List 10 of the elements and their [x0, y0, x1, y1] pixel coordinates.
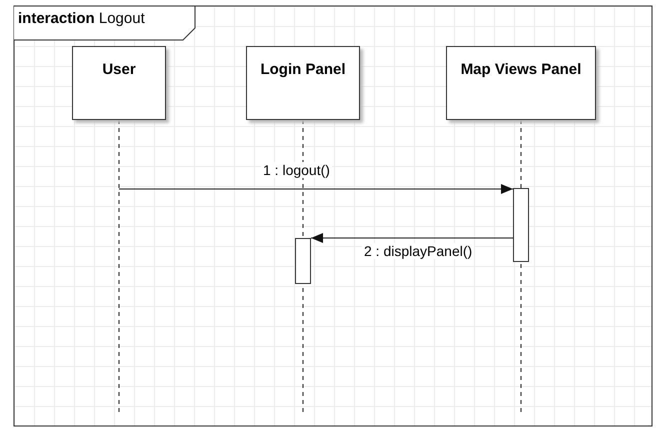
activation-bar	[513, 188, 529, 262]
lifeline-head: User	[72, 46, 166, 120]
lifeline-head: Map Views Panel	[446, 46, 596, 120]
message-label: 1 : logout()	[261, 162, 332, 178]
lifeline-head: Login Panel	[246, 46, 360, 120]
activation-bar	[295, 238, 311, 284]
message-label: 2 : displayPanel()	[362, 243, 474, 259]
message-arrow	[310, 233, 514, 243]
message-arrow	[118, 184, 514, 194]
frame-title: interaction Logout	[18, 10, 145, 27]
